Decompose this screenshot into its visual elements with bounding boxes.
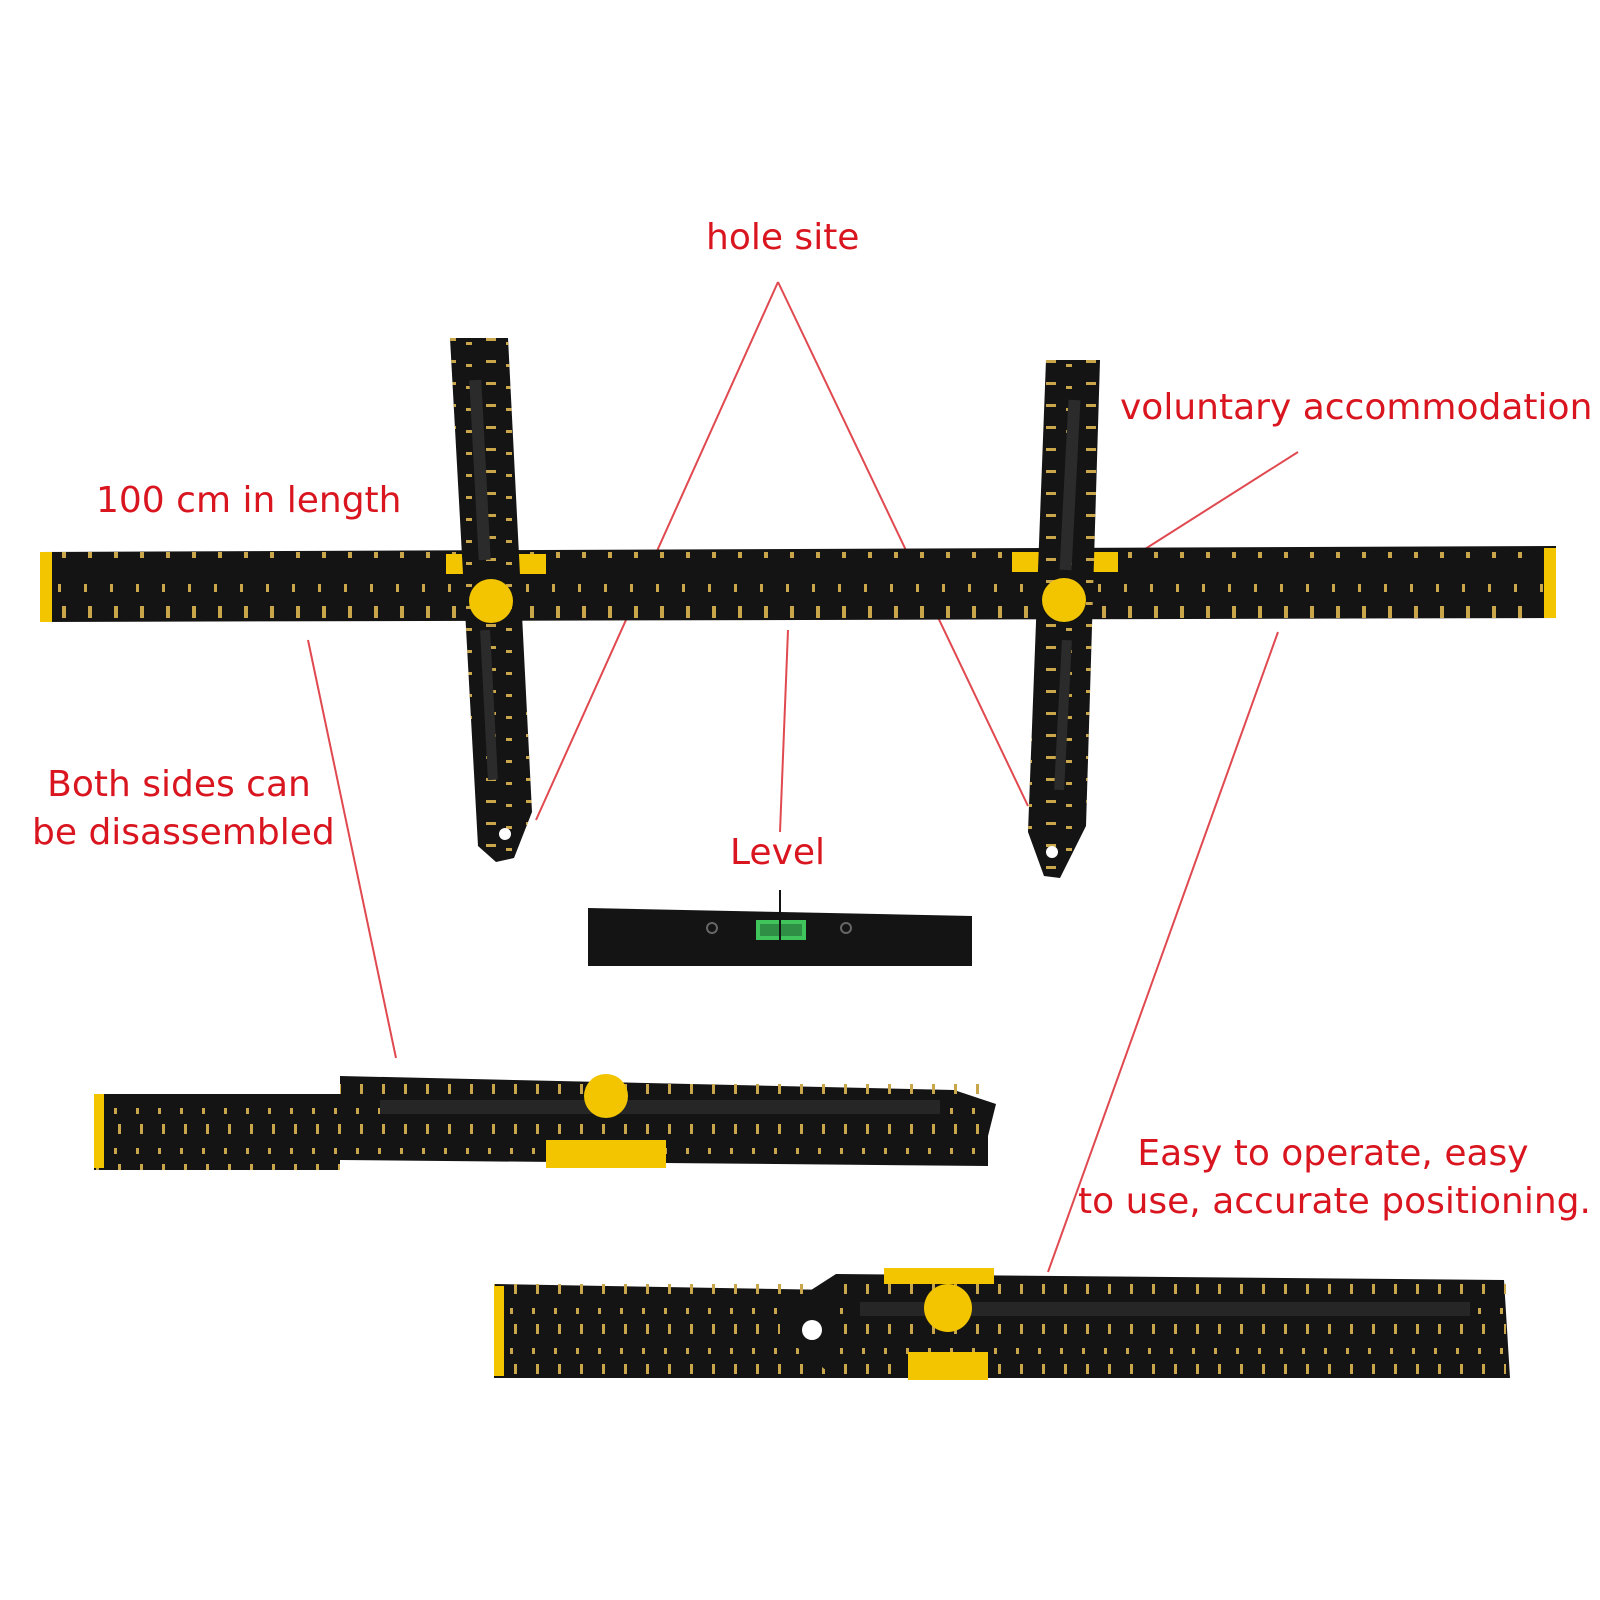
- callout-both-sides-line-2: be disassembled: [32, 812, 335, 853]
- callout-both-sides: Both sides can be disassembled: [32, 761, 335, 857]
- callout-easy: Easy to operate, easy to use, accurate p…: [1078, 1130, 1591, 1226]
- callout-hole-site: hole site: [706, 217, 860, 258]
- disassembled-section-right: [494, 1268, 1510, 1380]
- right-arm: [1028, 360, 1100, 878]
- disassembled-section-left: [94, 1074, 996, 1170]
- callout-easy-line-1: Easy to operate, easy: [1137, 1133, 1529, 1174]
- left-arm: [450, 338, 532, 862]
- callout-both-sides-line-1: Both sides can: [47, 764, 311, 805]
- callout-length: 100 cm in length: [96, 480, 402, 521]
- callout-easy-line-2: to use, accurate positioning.: [1078, 1181, 1591, 1222]
- level-module: [588, 890, 972, 966]
- callout-level: Level: [730, 832, 826, 873]
- callout-voluntary-accommodation: voluntary accommodation: [1120, 387, 1593, 428]
- main-ruler: [40, 546, 1556, 622]
